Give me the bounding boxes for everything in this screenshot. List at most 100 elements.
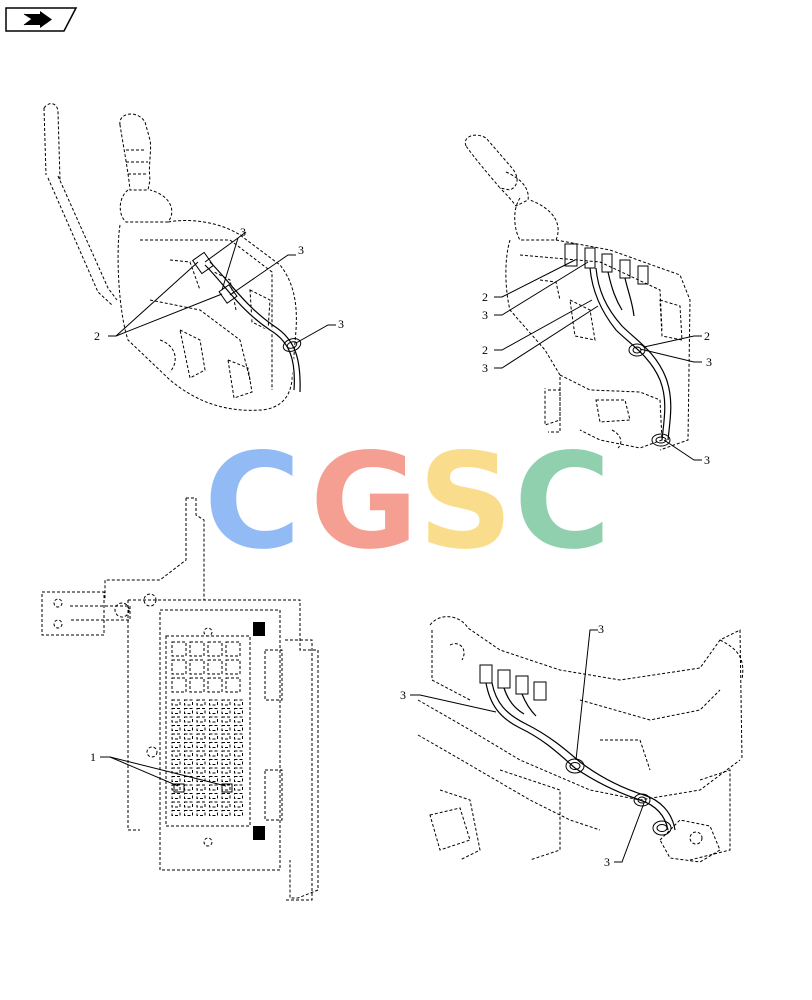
fuse-slot [184,733,193,740]
callout-label: 3 [400,688,406,702]
fuse-slot [171,759,181,765]
relay-slot [189,677,205,693]
watermark-letter: C [514,425,611,579]
fuse-slot [221,767,231,774]
fuse-slot [184,767,193,774]
fuse-slot [221,801,231,808]
fuse-slot [184,776,193,782]
leader-lines [494,259,702,461]
fuse-slot [221,742,231,748]
callout-label: 2 [94,329,100,343]
mounting-block [253,622,265,636]
fuse-slot [221,733,231,740]
relay-slot [189,641,205,657]
callout-label: 3 [604,855,610,869]
fuse-slot [221,699,231,706]
fuse-slot [234,810,243,816]
fuse-slot [209,776,218,782]
fuse-slot [196,810,206,816]
callout-labels: 3 3 2 3 [94,225,344,343]
fuse-slot [196,759,206,765]
callout-label: 3 [704,453,710,467]
fuse-slot [196,801,206,808]
callout-label: 3 [598,622,604,636]
fuse-slot [184,784,193,791]
fuse-slot [221,708,231,714]
callout-label: 3 [298,243,304,257]
fuse-slot [196,784,206,791]
fuse-slot [209,699,218,706]
relay-slot [207,659,223,675]
fuse-slot [184,708,193,714]
fuse-slot [234,776,243,782]
fuse-slot [234,733,243,740]
mounting-block [253,826,265,840]
relay-grid [171,641,243,816]
fuse-slot [171,801,181,808]
leader-lines [108,231,336,344]
frame-structure [417,616,744,863]
callout-label: 2 [482,290,488,304]
fuse-slot [171,793,181,799]
relay-slot [225,641,241,657]
fuse-slot [221,810,231,816]
fuse-slot [196,742,206,748]
fuse-slot [234,793,243,799]
console-body [505,239,691,451]
relay-slot [171,677,187,693]
fuse-slot [171,699,181,706]
watermark: C G S C [204,425,611,579]
fuse-slot [234,725,243,731]
fuse-slot [184,801,193,808]
wire-harness [564,243,672,447]
fuse-slot [234,708,243,714]
wire-harness [479,664,676,836]
fuse-slot [234,742,243,748]
fuse-slot [196,725,206,731]
forward-arrow-icon[interactable] [5,7,78,32]
fuse-slot [209,708,218,714]
fuse-slot [209,750,218,757]
fuse-slot [196,750,206,757]
fuse-slot [171,708,181,714]
fuse-slot [234,767,243,774]
view-bottom-left: 1 [41,497,319,901]
callout-label: 3 [482,361,488,375]
fuse-slot [196,793,206,799]
joystick-grip [464,134,559,241]
callout-labels: 2 3 2 3 2 3 3 [482,290,712,467]
fuse-slot [171,725,181,731]
callout-label: 3 [706,355,712,369]
relay-slot [225,659,241,675]
relay-slot [207,641,223,657]
fuse-box [165,635,251,827]
fuse-slot [209,733,218,740]
fuse-slot [221,793,231,799]
leader-lines [100,756,227,787]
relay-slot [207,677,223,693]
fuse-slot [209,793,218,799]
fuse-slot [171,742,181,748]
fuse-slot [209,759,218,765]
fuse-slot [184,699,193,706]
relay-slot [225,677,241,693]
fuse-slot [196,708,206,714]
mounting-bracket [41,497,205,636]
fuse-slot [209,784,218,791]
fuse-slot [196,716,206,723]
fuse-slot [171,750,181,757]
fuse-slot [184,759,193,765]
relay-slot [189,659,205,675]
relay-slot [171,659,187,675]
fuse-slot [184,716,193,723]
callout-label: 1 [90,750,96,764]
fuse-slot [221,725,231,731]
fuse-slot [209,742,218,748]
callout-label: 2 [704,329,710,343]
callout-label: 3 [482,308,488,322]
fuse-slot [196,767,206,774]
fuse-slot [234,801,243,808]
callout-labels: 3 3 3 [400,622,610,869]
wire-harness [191,251,302,393]
